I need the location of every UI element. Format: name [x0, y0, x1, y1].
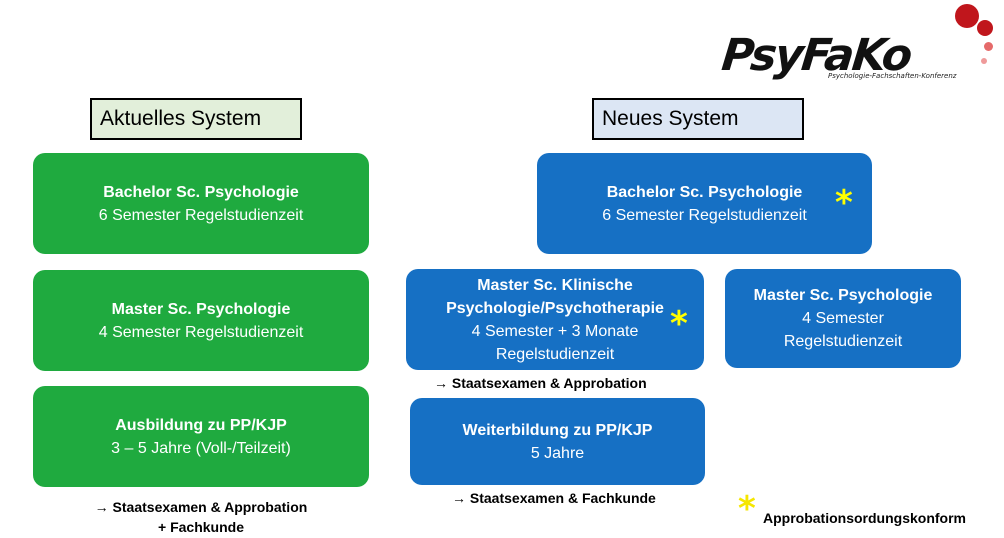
- box-title: Master Sc. Psychologie: [753, 287, 933, 304]
- box-detail: 6 Semester Regelstudienzeit: [98, 206, 304, 224]
- psyfako-logo: PsyFaKo Psychologie-Fachschaften-Konfere…: [719, 4, 993, 86]
- box-current-bachelor: Bachelor Sc. Psychologie 6 Semester Rege…: [33, 153, 369, 254]
- box-detail: 3 – 5 Jahre (Voll-/Teilzeit): [111, 439, 291, 457]
- weiterbildung-note: → Staatsexamen & Fachkunde: [452, 490, 656, 506]
- box-new-weiterbildung: Weiterbildung zu PP/KJP 5 Jahre: [410, 398, 705, 485]
- legend-label: Approbationsordungskonform: [763, 510, 966, 526]
- header-current-system: Aktuelles System: [90, 98, 302, 140]
- current-footnote-line1: → Staatsexamen & Approbation: [94, 499, 308, 515]
- header-new-system: Neues System: [592, 98, 804, 140]
- logo-dot-small: [984, 42, 993, 51]
- current-footnote: → Staatsexamen & Approbation + Fachkunde: [86, 497, 316, 537]
- box-detail-line3: 4 Semester + 3 Monate: [471, 322, 639, 340]
- box-current-ausbildung: Ausbildung zu PP/KJP 3 – 5 Jahre (Voll-/…: [33, 386, 369, 487]
- box-title: Bachelor Sc. Psychologie: [103, 183, 299, 201]
- box-title: Ausbildung zu PP/KJP: [115, 416, 287, 434]
- box-title: Bachelor Sc. Psychologie: [606, 183, 803, 201]
- box-current-master: Master Sc. Psychologie 4 Semester Regels…: [33, 270, 369, 371]
- master-clinical-note: → Staatsexamen & Approbation: [434, 375, 647, 391]
- legend-star-icon: *: [738, 489, 756, 529]
- box-title-line2: Psychologie/Psychotherapie: [446, 299, 664, 317]
- logo-dot-medium: [977, 20, 993, 36]
- box-new-master-clinical: Master Sc. Klinische Psychologie/Psychot…: [406, 269, 704, 370]
- box-new-master-psychology: Master Sc. Psychologie 4 Semester Regels…: [725, 269, 961, 368]
- box-detail: 6 Semester Regelstudienzeit: [602, 206, 807, 224]
- box-title: Weiterbildung zu PP/KJP: [462, 421, 653, 439]
- box-new-bachelor: Bachelor Sc. Psychologie 6 Semester Rege…: [537, 153, 872, 254]
- current-footnote-line2: + Fachkunde: [158, 519, 244, 535]
- logo-subtitle: Psychologie-Fachschaften-Konferenz: [828, 72, 957, 80]
- box-title: Master Sc. Psychologie: [111, 300, 291, 318]
- star-icon: *: [835, 183, 853, 223]
- box-detail-line4: Regelstudienzeit: [495, 345, 615, 363]
- box-title-line1: Master Sc. Klinische: [477, 276, 633, 294]
- box-detail: 5 Jahre: [530, 444, 585, 462]
- box-detail-line3: Regelstudienzeit: [783, 333, 903, 350]
- box-detail: 4 Semester Regelstudienzeit: [98, 323, 304, 341]
- box-detail-line2: 4 Semester: [802, 310, 884, 327]
- logo-dot-tiny: [981, 58, 987, 64]
- star-icon: *: [670, 304, 688, 344]
- logo-dot-large: [955, 4, 979, 28]
